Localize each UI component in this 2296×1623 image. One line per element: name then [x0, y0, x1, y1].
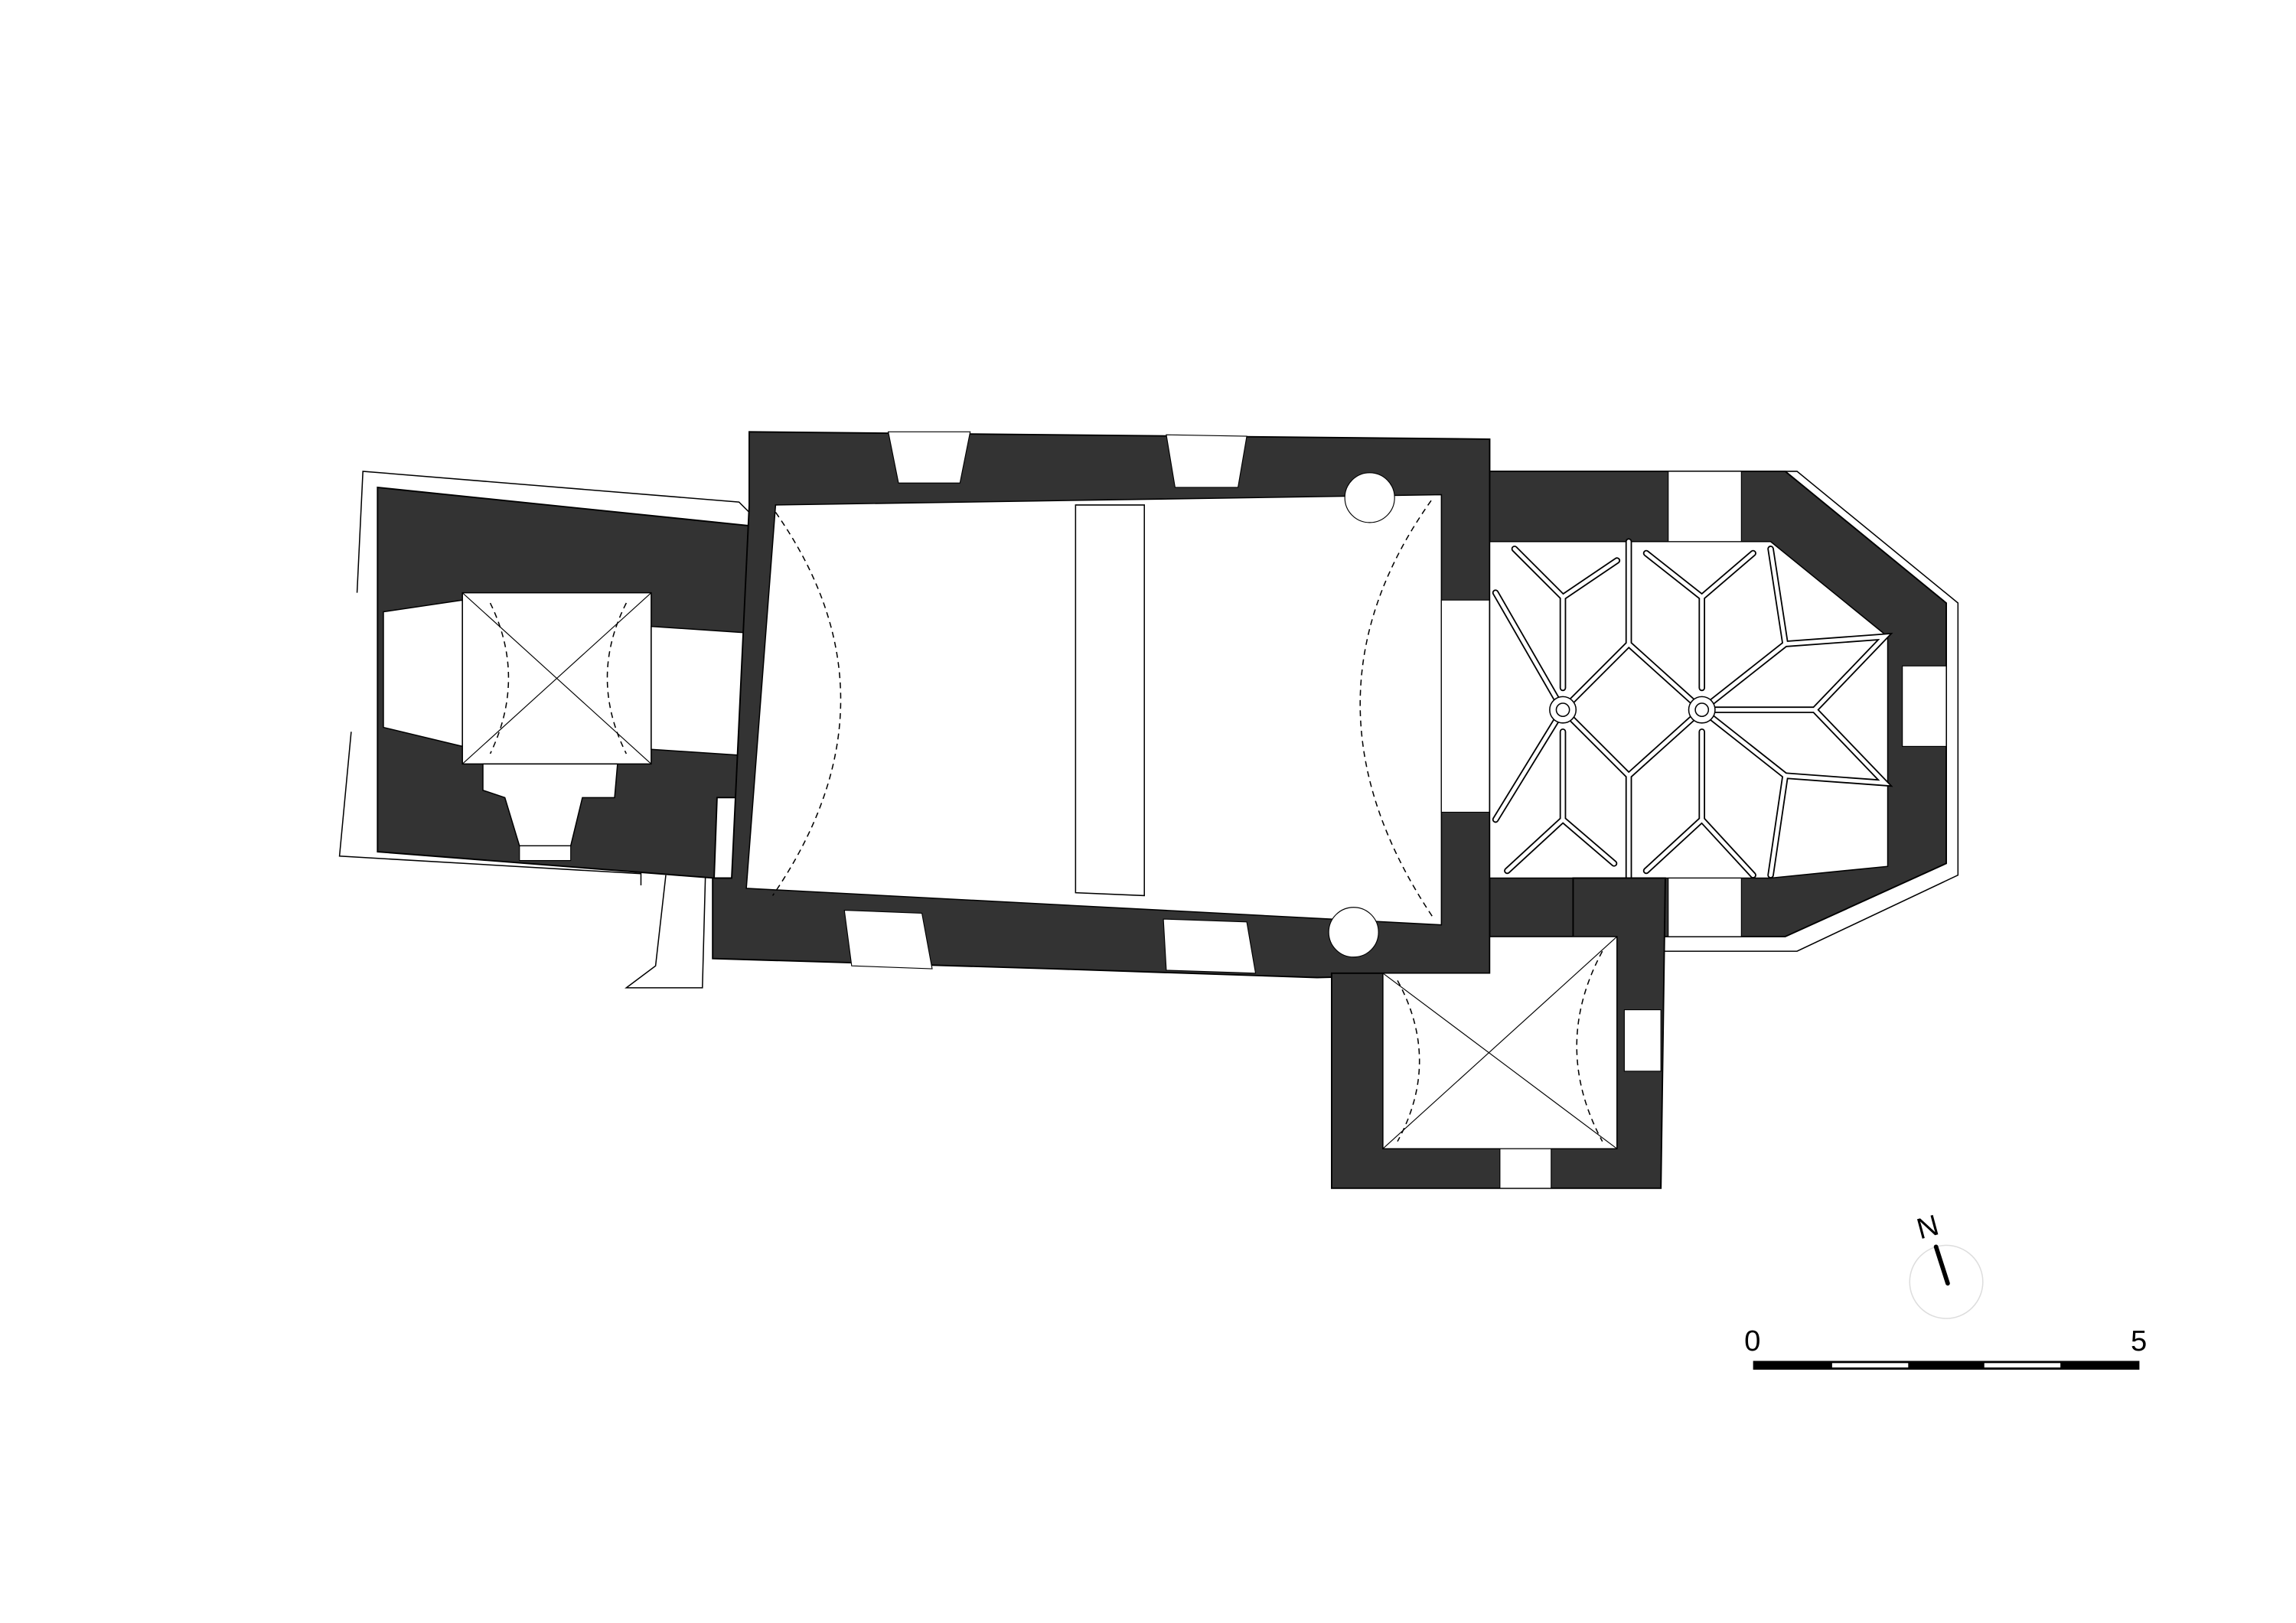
- north-label: N: [1913, 1208, 1942, 1246]
- west-tower: [377, 486, 762, 879]
- north-arrow-circle: [1909, 1244, 1984, 1319]
- north-arrow-needle: [1933, 1244, 1950, 1286]
- north-arrow: N: [1909, 1208, 1984, 1319]
- chancel: [1489, 470, 1947, 937]
- nave: [712, 431, 1491, 979]
- sacristy: [1331, 877, 1666, 1189]
- rib-vault: [1492, 538, 1893, 882]
- scale-start-label: 0: [1744, 1325, 1760, 1357]
- scale-end-label: 5: [2131, 1325, 2147, 1357]
- scale-bar: 0 5: [1744, 1325, 2147, 1370]
